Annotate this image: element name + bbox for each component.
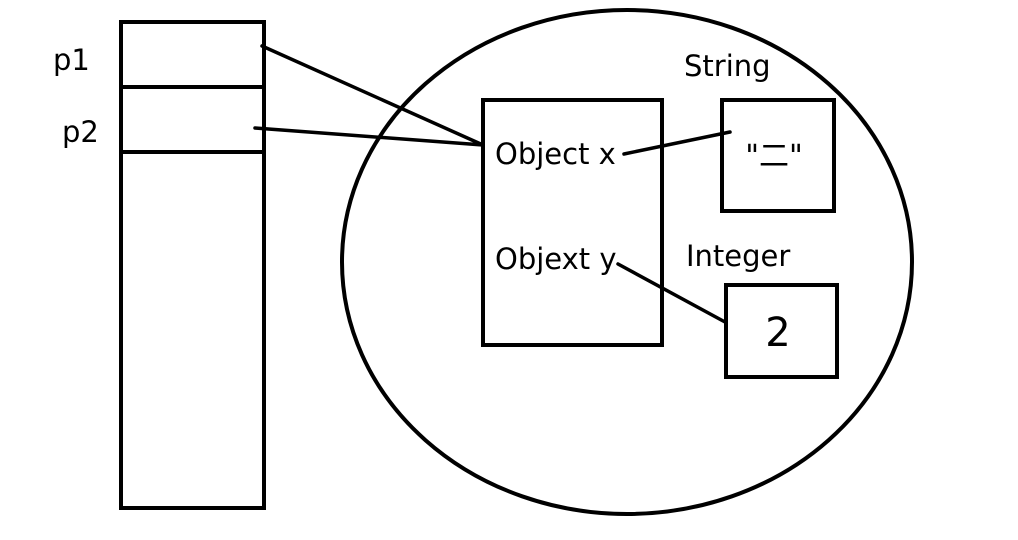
edge-p1-to-object <box>260 44 485 147</box>
integer-box: Integer 2 <box>686 239 839 379</box>
object-field-label-x: Object x <box>495 137 616 171</box>
edge-x-to-string <box>622 130 732 156</box>
string-box-frame <box>720 98 836 213</box>
string-value: "二" <box>745 139 803 174</box>
edge-p2-to-object <box>253 126 485 147</box>
object-field-label-y: Objext y <box>495 242 617 276</box>
integer-value: 2 <box>765 310 790 356</box>
object-box: Object x Objext y <box>481 98 664 347</box>
edge-y-to-integer <box>616 262 727 324</box>
stack-column: p1 p2 <box>53 20 266 510</box>
stack-frame <box>119 20 266 510</box>
string-type-label: String <box>684 49 771 83</box>
string-box: String "二" <box>684 49 836 213</box>
heap-ellipse <box>340 8 914 516</box>
stack-slot-label-p1: p1 <box>53 43 90 77</box>
object-box-frame <box>481 98 664 347</box>
integer-box-frame <box>724 283 839 379</box>
integer-type-label: Integer <box>686 239 790 273</box>
stack-slot-label-p2: p2 <box>62 115 99 149</box>
